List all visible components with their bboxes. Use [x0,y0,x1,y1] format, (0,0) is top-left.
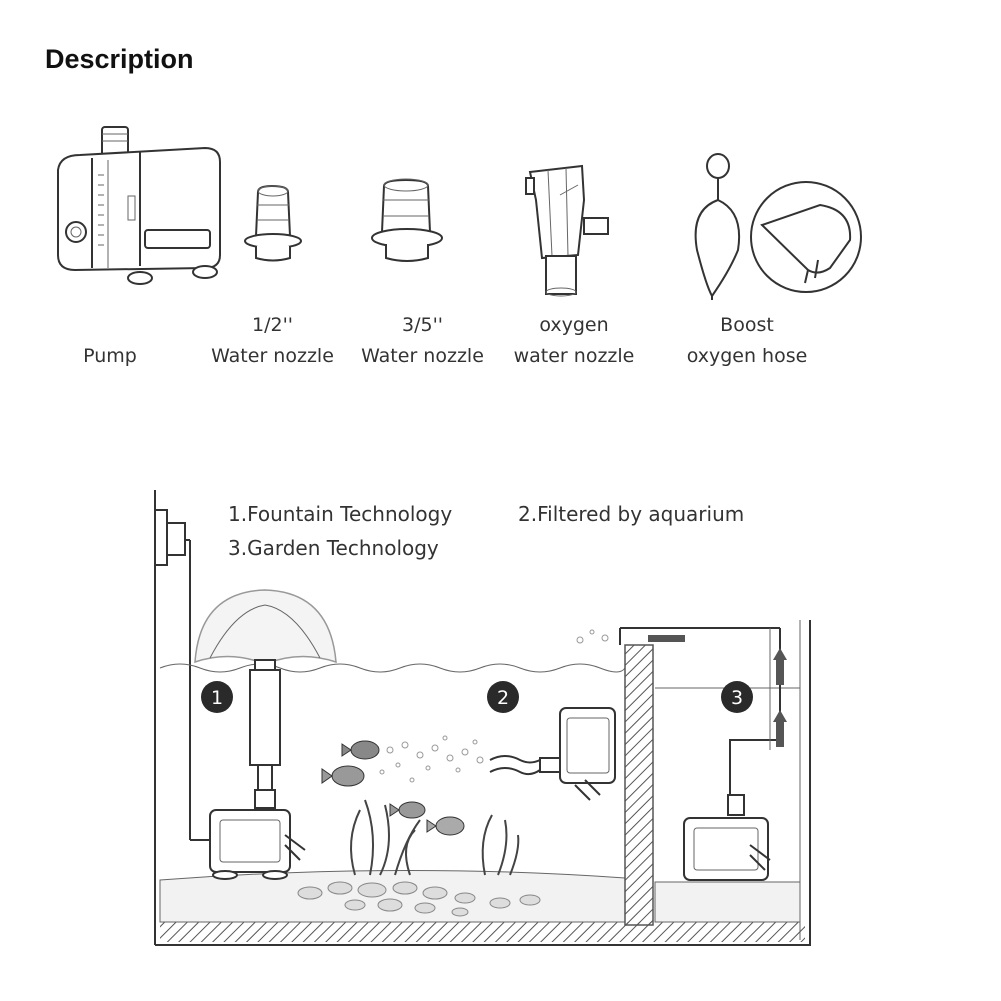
bubbles [379,629,609,783]
part-label-oxygen-nozzle: oxygen water nozzle [513,314,635,367]
pump-icon [57,126,221,285]
svg-text:3: 3 [731,687,743,709]
marker-2: 2 [487,681,519,713]
page-title: Description [45,44,194,74]
part-label-half-nozzle: 1/2'' Water nozzle [211,314,334,367]
pebbles [297,881,541,917]
part-label-three-fifths-nozzle: 3/5'' Water nozzle [361,314,484,367]
legend-aquarium: 2.Filtered by aquarium [518,502,745,526]
pump-2 [489,707,616,801]
three-fifths-nozzle-icon [371,178,443,262]
svg-text:2: 2 [497,687,509,709]
plants [350,799,520,876]
partition-wall [619,627,787,926]
pump-1 [209,809,306,880]
oxygen-hose-icon [694,153,862,300]
marker-1: 1 [201,681,233,713]
legend-garden: 3.Garden Technology [228,536,439,560]
legend-fountain: 1.Fountain Technology [228,502,453,526]
tank [155,620,811,946]
fountain-dome [194,589,337,809]
oxygen-nozzle-icon [525,164,609,297]
svg-text:1: 1 [211,687,223,709]
part-label-oxygen-hose: Boost oxygen hose [686,314,808,367]
fish-icon [321,740,465,836]
marker-3: 3 [721,681,753,713]
fountain-setup [154,490,210,945]
part-label-pump-name: Pump [83,345,137,367]
half-inch-nozzle-icon [244,184,302,262]
pump-3 [683,794,771,881]
